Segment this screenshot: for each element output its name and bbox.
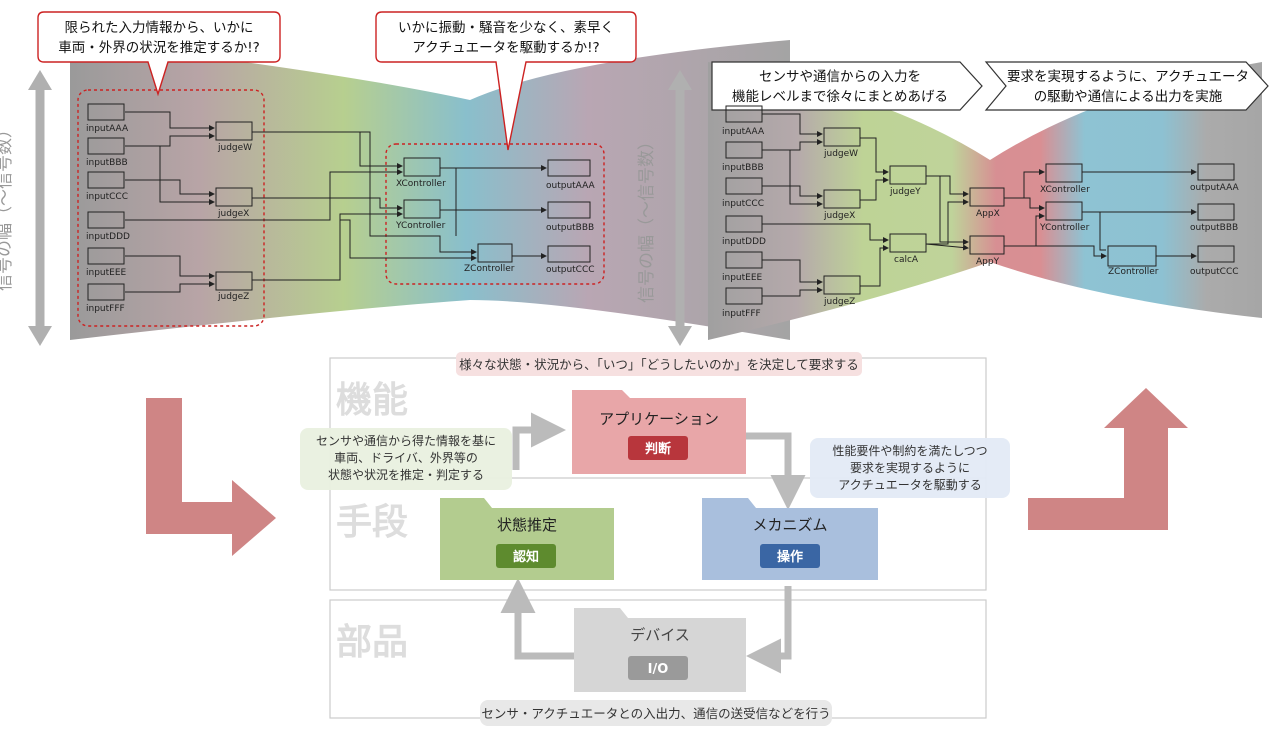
mechanism-title: メカニズム (752, 516, 827, 534)
right-note-line1: 性能要件や制約を満たしつつ (832, 443, 987, 458)
right-input-label: inputFFF (722, 309, 761, 319)
left-output-label: outputBBB (546, 223, 594, 233)
left-input-label: inputAAA (86, 124, 129, 134)
right-note: 性能要件や制約を満たしつつ 要求を実現するように アクチュエータを駆動する (810, 438, 1010, 498)
state-badge: 認知 (513, 549, 539, 565)
state-title: 状態推定 (497, 516, 557, 534)
left-judge-label: judgeX (217, 209, 249, 219)
device-title: デバイス (630, 626, 690, 644)
mechanism-folder: メカニズム 操作 (702, 498, 878, 580)
application-badge: 判断 (645, 441, 671, 457)
left-callout-line2: 車両・外界の状況を推定するか!? (58, 40, 260, 56)
left-input-label: inputBBB (86, 158, 128, 168)
right-axis-arrow (668, 70, 692, 346)
left-input-label: inputEEE (86, 268, 127, 278)
right-banner-right: 要求を実現するように、アクチュエータ の駆動や通信による出力を実施 (984, 61, 1269, 111)
right-input-label: inputDDD (722, 237, 766, 247)
left-note: センサや通信から得た情報を基に 車両、ドライバ、外界等の 状態や状況を推定・判定… (300, 428, 512, 490)
right-input-label: inputBBB (722, 163, 764, 173)
left-recognition-region (77, 89, 265, 327)
right-blocks (725, 105, 1235, 305)
left-controller-label: ZController (464, 264, 515, 274)
big-arrow-left (146, 398, 276, 556)
right-output-label: outputAAA (1190, 183, 1239, 193)
left-input-label: inputCCC (86, 192, 128, 202)
top-note-text: 様々な状態・状況から、「いつ」「どうしたいのか」を決定して要求する (459, 357, 859, 372)
bottom-note: センサ・アクチュエータとの入出力、通信の送受信などを行う (480, 700, 832, 726)
right-note-line2: 要求を実現するように (850, 460, 970, 475)
application-folder: アプリケーション 判断 (572, 390, 746, 474)
right-controller-label: XController (1040, 185, 1090, 195)
right-callout: いかに振動・騒音を少なく、素早く アクチュエータを駆動するか!? (375, 11, 637, 151)
state-estimation-folder: 状態推定 認知 (440, 498, 614, 580)
left-note-line2: 車両、ドライバ、外界等の (334, 451, 478, 465)
left-block-labels: inputAAA inputBBB inputCCC inputDDD inpu… (86, 124, 595, 314)
big-arrow-right (1028, 388, 1188, 530)
left-note-line1: センサや通信から得た情報を基に (316, 433, 496, 448)
left-judge-label: judgeZ (217, 292, 249, 302)
right-judge-label: calcA (894, 255, 919, 265)
left-note-line3: 状態や状況を推定・判定する (328, 467, 484, 482)
right-app-label: AppX (976, 209, 1000, 219)
right-callout-line2: アクチュエータを駆動するか!? (412, 40, 599, 56)
device-folder: デバイス I/O (574, 608, 746, 692)
right-judge-label: judgeW (823, 149, 858, 159)
banner-left-line2: 機能レベルまで徐々にまとめあげる (732, 89, 948, 105)
left-blocks (87, 103, 591, 301)
right-note-line3: アクチュエータを駆動する (838, 478, 981, 492)
left-input-label: inputDDD (86, 232, 130, 242)
right-axis-label: 信号の幅（～信号数） (637, 133, 657, 303)
right-input-label: inputAAA (722, 127, 765, 137)
right-judge-label: judgeY (889, 187, 921, 197)
right-input-label: inputEEE (722, 273, 763, 283)
right-app-label: AppY (976, 257, 1000, 267)
left-axis-label: 信号の幅（～信号数） (0, 121, 15, 291)
left-output-label: outputCCC (546, 265, 595, 275)
left-callout-line1: 限られた入力情報から、いかに (65, 20, 254, 36)
bottom-note-text: センサ・アクチュエータとの入出力、通信の送受信などを行う (481, 706, 830, 721)
left-input-label: inputFFF (86, 304, 125, 314)
right-controller-label: ZController (1108, 267, 1159, 277)
left-actuation-region (385, 143, 605, 285)
left-axis-arrow (28, 70, 52, 346)
layer-label-parts: 部品 (336, 622, 408, 663)
layer-label-means: 手段 (336, 502, 408, 543)
right-signal-flow (708, 62, 1262, 340)
top-note: 様々な状態・状況から、「いつ」「どうしたいのか」を決定して要求する (456, 352, 862, 376)
application-title: アプリケーション (599, 410, 719, 428)
right-callout-line1: いかに振動・騒音を少なく、素早く (398, 19, 614, 36)
left-controller-label: XController (396, 179, 446, 189)
left-callout: 限られた入力情報から、いかに 車両・外界の状況を推定するか!? (37, 11, 281, 97)
left-judge-label: judgeW (217, 143, 252, 153)
device-badge: I/O (648, 662, 669, 677)
right-banner-left: センサや通信からの入力を 機能レベルまで徐々にまとめあげる (711, 61, 983, 111)
layer-label-function: 機能 (336, 380, 408, 421)
cycle-arrows (500, 412, 806, 674)
left-signal-flow (70, 40, 790, 340)
left-output-label: outputAAA (546, 181, 595, 191)
mechanism-badge: 操作 (777, 549, 803, 565)
right-output-label: outputBBB (1190, 223, 1238, 233)
right-output-label: outputCCC (1190, 267, 1239, 277)
banner-right-line1: 要求を実現するように、アクチュエータ (1007, 69, 1249, 85)
right-judge-label: judgeX (823, 211, 855, 221)
right-input-label: inputCCC (722, 199, 764, 209)
right-block-labels: inputAAA inputBBB inputCCC inputDDD inpu… (722, 127, 1239, 319)
left-controller-label: YController (395, 221, 446, 231)
right-judge-label: judgeZ (823, 297, 855, 307)
banner-right-line2: の駆動や通信による出力を実施 (1034, 89, 1223, 105)
right-controller-label: YController (1039, 223, 1090, 233)
banner-left-line1: センサや通信からの入力を (759, 69, 921, 85)
